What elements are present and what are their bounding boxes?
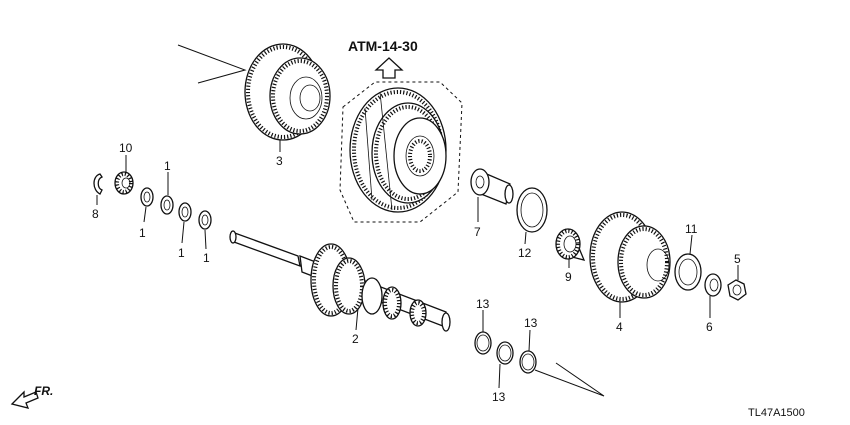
callout-4[interactable]: 4 [616, 320, 623, 334]
o-rings-part-13[interactable] [474, 331, 537, 374]
lock-nut-part-5[interactable] [727, 279, 747, 301]
front-label: FR. [34, 384, 53, 398]
callout-13[interactable]: 13 [492, 390, 506, 404]
callout-7[interactable]: 7 [474, 225, 481, 239]
callout-9[interactable]: 9 [565, 270, 572, 284]
callout-2[interactable]: 2 [352, 332, 359, 346]
shims-part-1[interactable] [140, 187, 212, 230]
callout-1[interactable]: 1 [178, 246, 185, 260]
front-arrow-icon [10, 390, 39, 409]
snap-ring-part-8[interactable] [93, 173, 103, 195]
callout-13[interactable]: 13 [476, 297, 490, 311]
assembly-guide-lines [177, 44, 605, 397]
callout-1[interactable]: 1 [203, 251, 210, 265]
callout-10[interactable]: 10 [119, 141, 133, 155]
callout-1[interactable]: 1 [164, 159, 171, 173]
callout-1[interactable]: 1 [139, 226, 146, 240]
callout-8[interactable]: 8 [92, 207, 99, 221]
callout-5[interactable]: 5 [734, 252, 741, 266]
callout-6[interactable]: 6 [706, 320, 713, 334]
collar-part-7[interactable] [470, 168, 514, 205]
callout-13[interactable]: 13 [524, 316, 538, 330]
needle-bearing-part-10[interactable] [114, 171, 134, 195]
thrust-washer-part-12[interactable] [516, 187, 548, 233]
washer-part-6[interactable] [704, 273, 722, 297]
gear-part-4[interactable] [589, 211, 671, 303]
needle-bearing-part-9[interactable] [555, 228, 586, 261]
callout-12[interactable]: 12 [518, 246, 532, 260]
countershaft-part-2[interactable] [229, 230, 451, 332]
leader-lines [96, 140, 739, 389]
gear-part-3[interactable] [244, 43, 331, 141]
diagram-code: TL47A1500 [748, 407, 805, 419]
callout-3[interactable]: 3 [276, 154, 283, 168]
reference-label[interactable]: ATM-14-30 [348, 38, 418, 54]
callout-11[interactable]: 11 [685, 222, 698, 236]
front-direction-marker: FR. [10, 384, 53, 409]
clutch-assembly [339, 81, 463, 223]
reference-arrow-icon [374, 57, 404, 79]
thrust-washer-part-11[interactable] [674, 253, 702, 291]
